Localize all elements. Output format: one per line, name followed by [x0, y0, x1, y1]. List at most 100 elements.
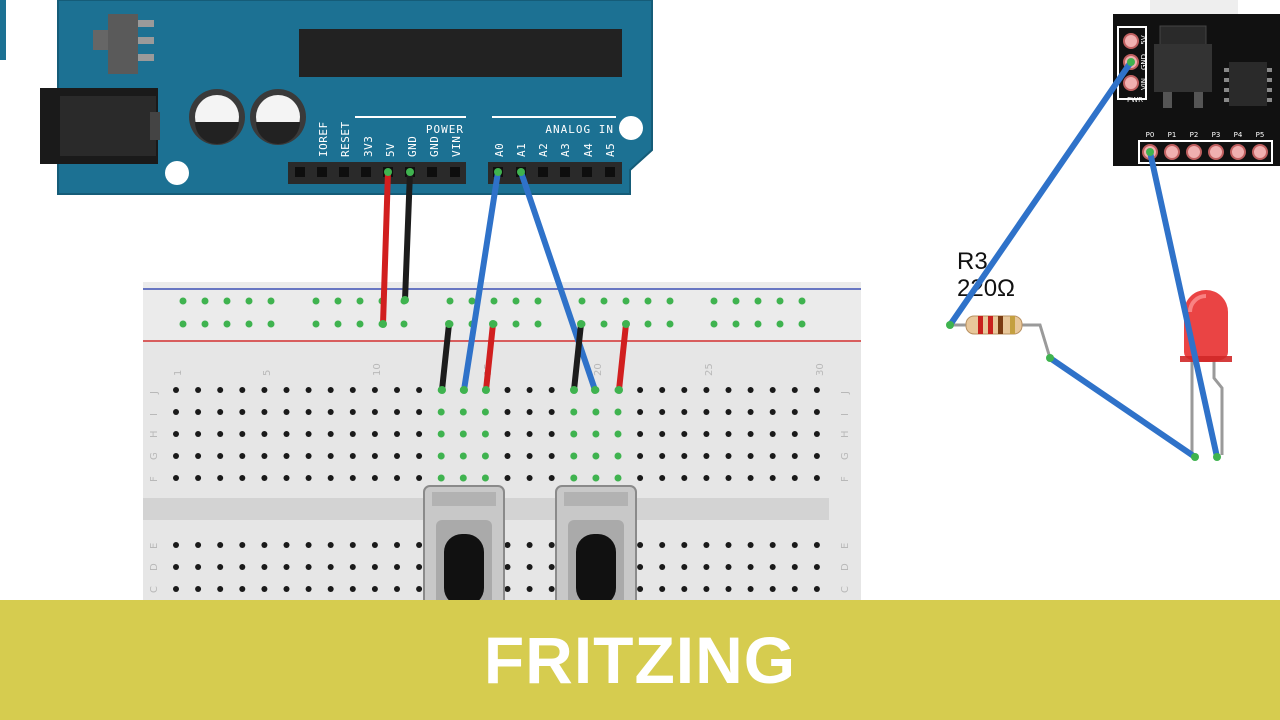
analog-pin-labels: A0 A1 A2 A3 A4 A5: [493, 143, 617, 157]
breadboard-hole: [261, 586, 268, 592]
breadboard-hole: [305, 586, 312, 592]
breadboard-hole: [371, 586, 378, 592]
breadboard-hole: [217, 564, 224, 570]
row-letter: F: [149, 476, 160, 482]
breadboard-hole: [371, 453, 378, 459]
breadboard-hole: [813, 564, 820, 570]
wire-endpoint: [570, 386, 578, 394]
breadboard-hole: [725, 475, 732, 481]
breadboard-hole: [614, 430, 622, 438]
breadboard-hole: [548, 387, 555, 393]
row-letter: E: [149, 543, 160, 549]
wire-gnd[interactable]: [402, 169, 413, 303]
power-pin-labels: IOREF RESET 3V3 5V GND GND VIN: [317, 121, 463, 157]
pin-label-vin: VIN: [450, 136, 463, 157]
analog-header-label: ANALOG IN: [545, 123, 614, 136]
breadboard-hole: [416, 409, 423, 415]
breadboard-hole: [195, 431, 202, 437]
breadboard-hole: [659, 431, 666, 437]
breadboard-hole: [526, 431, 533, 437]
wire-pot1-vcc[interactable]: [483, 321, 496, 393]
wire-endpoint: [379, 320, 387, 328]
breadboard-hole: [659, 475, 666, 481]
capacitor-1: [189, 89, 245, 145]
breadboard-hole: [681, 409, 688, 415]
breadboard-hole: [283, 409, 290, 415]
wire-resistor-led[interactable]: [1047, 355, 1198, 460]
breadboard-hole: [548, 475, 555, 481]
breadboard-hole: [570, 430, 578, 438]
capacitor-2: [250, 89, 306, 145]
breadboard-hole: [592, 452, 600, 460]
breadboard-hole: [681, 586, 688, 592]
breadboard-hole: [614, 452, 622, 460]
breadboard-hole: [283, 431, 290, 437]
breadboard-holes: [173, 297, 820, 592]
wire-pot2-vcc[interactable]: [616, 321, 629, 393]
breadboard-hole: [681, 431, 688, 437]
breadboard-hole: [769, 453, 776, 459]
digispark-pin-p2: P2: [1190, 131, 1199, 139]
breadboard-hole: [769, 475, 776, 481]
wire-digispark-gnd-resistor[interactable]: [947, 59, 1134, 328]
row-letter: G: [149, 452, 160, 460]
potentiometer-1[interactable]: [423, 485, 505, 607]
wire-pot2-gnd[interactable]: [571, 321, 584, 393]
rail-hole: [223, 297, 231, 305]
breadboard-hole: [481, 452, 489, 460]
breadboard-hole: [659, 542, 666, 548]
breadboard-hole: [703, 387, 710, 393]
breadboard-hole: [769, 387, 776, 393]
wire-a0[interactable]: [461, 169, 501, 393]
wire-endpoint: [494, 168, 502, 176]
breadboard-hole: [813, 409, 820, 415]
wire-digispark-p0-led[interactable]: [1147, 149, 1220, 460]
wire-endpoint: [577, 320, 585, 328]
breadboard-hole: [195, 475, 202, 481]
column-number: 25: [704, 363, 715, 376]
breadboard-hole: [371, 409, 378, 415]
column-number: 5: [262, 370, 273, 376]
breadboard-hole: [747, 586, 754, 592]
potentiometer-2[interactable]: [555, 485, 637, 607]
breadboard-hole: [703, 453, 710, 459]
wire-endpoint: [401, 296, 409, 304]
pin-label-3v3: 3V3: [362, 136, 375, 157]
rail-hole: [600, 297, 608, 305]
wire-pot1-gnd[interactable]: [439, 321, 452, 393]
rail-hole: [798, 320, 806, 328]
breadboard-hole: [747, 409, 754, 415]
wire-endpoint: [460, 386, 468, 394]
rail-hole: [776, 320, 784, 328]
attiny-chip: [1224, 62, 1272, 106]
row-letter: H: [149, 430, 160, 438]
wire-a1[interactable]: [518, 169, 598, 393]
breadboard-hole: [327, 431, 334, 437]
breadboard-hole: [526, 542, 533, 548]
breadboard-hole: [504, 475, 511, 481]
breadboard-hole: [703, 431, 710, 437]
breadboard-hole: [725, 387, 732, 393]
breadboard-hole: [416, 564, 423, 570]
breadboard-hole: [327, 542, 334, 548]
wire-endpoint: [489, 320, 497, 328]
breadboard-hole: [504, 586, 511, 592]
breadboard-hole: [681, 542, 688, 548]
breadboard-hole: [394, 564, 400, 570]
breadboard-hole: [813, 431, 820, 437]
wire-endpoint: [406, 168, 414, 176]
rail-hole: [201, 320, 209, 328]
breadboard-hole: [481, 474, 489, 482]
breadboard-hole: [791, 586, 798, 592]
breadboard-hole: [791, 431, 798, 437]
breadboard-hole: [437, 430, 445, 438]
rail-hole: [356, 320, 364, 328]
breadboard-hole: [703, 475, 710, 481]
digispark-pin-p3: P3: [1212, 131, 1221, 139]
wire-5v[interactable]: [380, 169, 391, 327]
breadboard-hole: [725, 453, 732, 459]
breadboard-hole: [371, 542, 378, 548]
breadboard-hole: [548, 453, 555, 459]
breadboard-hole: [349, 431, 356, 437]
